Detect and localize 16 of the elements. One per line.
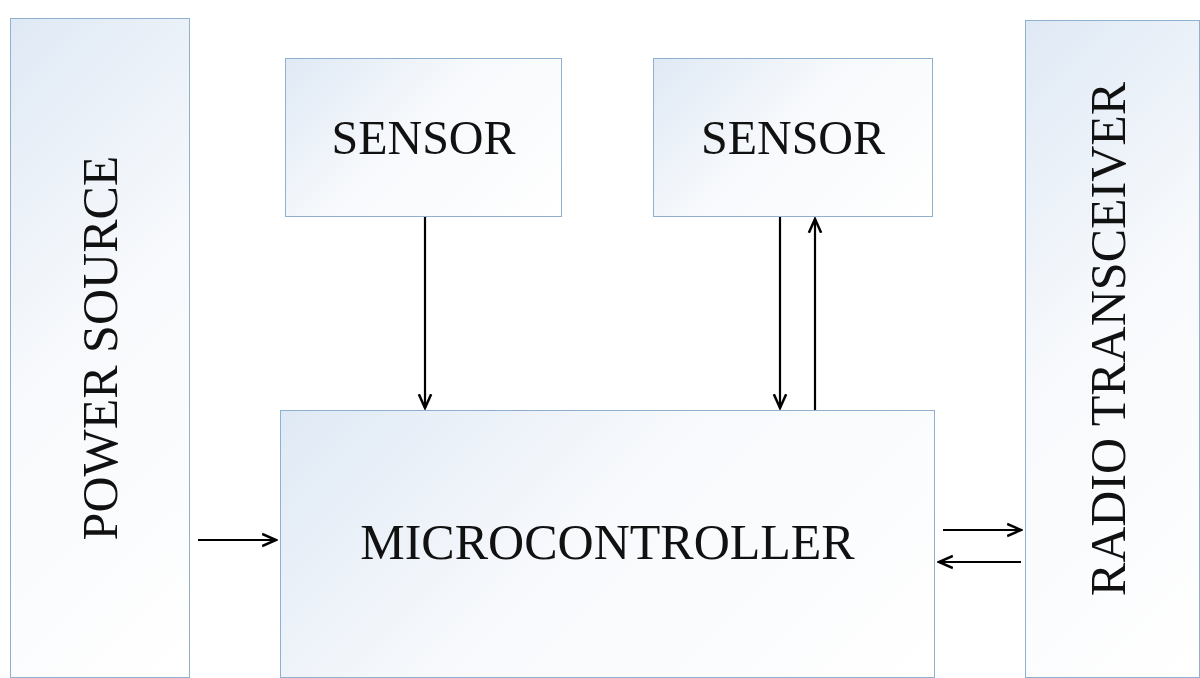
vertical-block (1025, 20, 1200, 678)
block-label: SENSOR (331, 113, 516, 162)
arrow (417, 217, 433, 410)
process-box (653, 58, 933, 217)
block-label: MICROCONTROLLER (360, 517, 855, 567)
block-label: POWER SOURCE (75, 155, 125, 541)
arrow (772, 217, 788, 410)
arrow (807, 217, 823, 410)
block-label: SENSOR (700, 113, 886, 162)
vertical-block (10, 18, 190, 678)
process-box (280, 410, 935, 678)
arrow (198, 532, 278, 548)
arrow (937, 554, 1021, 570)
block-label: RADIO TRANSCEIVER (1082, 81, 1133, 597)
process-box (285, 58, 562, 217)
arrow (943, 522, 1023, 538)
